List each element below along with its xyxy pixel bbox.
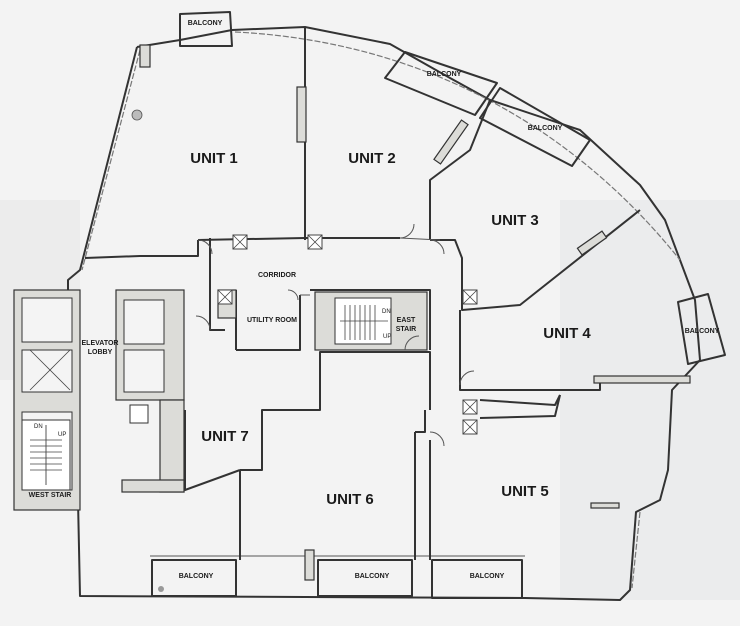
- east-stair-label-1: EAST: [397, 317, 416, 324]
- elevator-lobby-label-1: ELEVATOR: [82, 340, 119, 347]
- west-stair-label: WEST STAIR: [29, 492, 72, 499]
- east-stair-up: UP: [383, 334, 391, 340]
- east-stair-dn: DN: [382, 309, 391, 315]
- unit-6-label: UNIT 6: [326, 491, 374, 508]
- mechanical-shafts: [217, 234, 478, 435]
- balcony-4-label: BALCONY: [685, 328, 720, 335]
- unit-4-label: UNIT 4: [543, 325, 591, 342]
- column: [433, 119, 469, 165]
- unit-1-label: UNIT 1: [190, 150, 238, 167]
- balcony-6-label: BALCONY: [355, 573, 390, 580]
- balcony-5: BALCONY: [151, 559, 237, 597]
- balcony-7-label: BALCONY: [470, 573, 505, 580]
- column: [139, 44, 151, 68]
- column: [296, 86, 307, 143]
- west-stair: DN UP WEST STAIR: [21, 419, 72, 499]
- west-stair-up: UP: [58, 432, 66, 438]
- balcony-6: BALCONY: [317, 559, 413, 597]
- shear-wall: [593, 375, 691, 384]
- balcony-1: BALCONY: [179, 11, 233, 47]
- balcony-4: BALCONY: [677, 293, 726, 365]
- balcony-2-label: BALCONY: [427, 71, 462, 78]
- west-stair-dn: DN: [34, 424, 43, 430]
- balcony-1-label: BALCONY: [188, 20, 223, 27]
- column: [304, 549, 315, 581]
- balcony-5-label: BALCONY: [179, 573, 214, 580]
- unit-3-label: UNIT 3: [491, 212, 539, 229]
- unit-2-label: UNIT 2: [348, 150, 396, 167]
- unit-7-label: UNIT 7: [201, 428, 249, 445]
- column: [576, 230, 608, 256]
- column: [590, 502, 620, 509]
- corridor-label: CORRIDOR: [258, 272, 296, 279]
- balcony-2: BALCONY: [384, 51, 498, 116]
- balcony-7: BALCONY: [431, 559, 523, 599]
- utility-room-label: UTILITY ROOM: [247, 317, 297, 324]
- unit-5-label: UNIT 5: [501, 483, 549, 500]
- elevator-lobby-label-2: LOBBY: [88, 349, 113, 356]
- east-stair-label-2: STAIR: [396, 326, 416, 333]
- door-swings: [195, 223, 475, 447]
- east-stair: DN UP EAST STAIR: [314, 291, 428, 351]
- balcony-3-label: BALCONY: [528, 125, 563, 132]
